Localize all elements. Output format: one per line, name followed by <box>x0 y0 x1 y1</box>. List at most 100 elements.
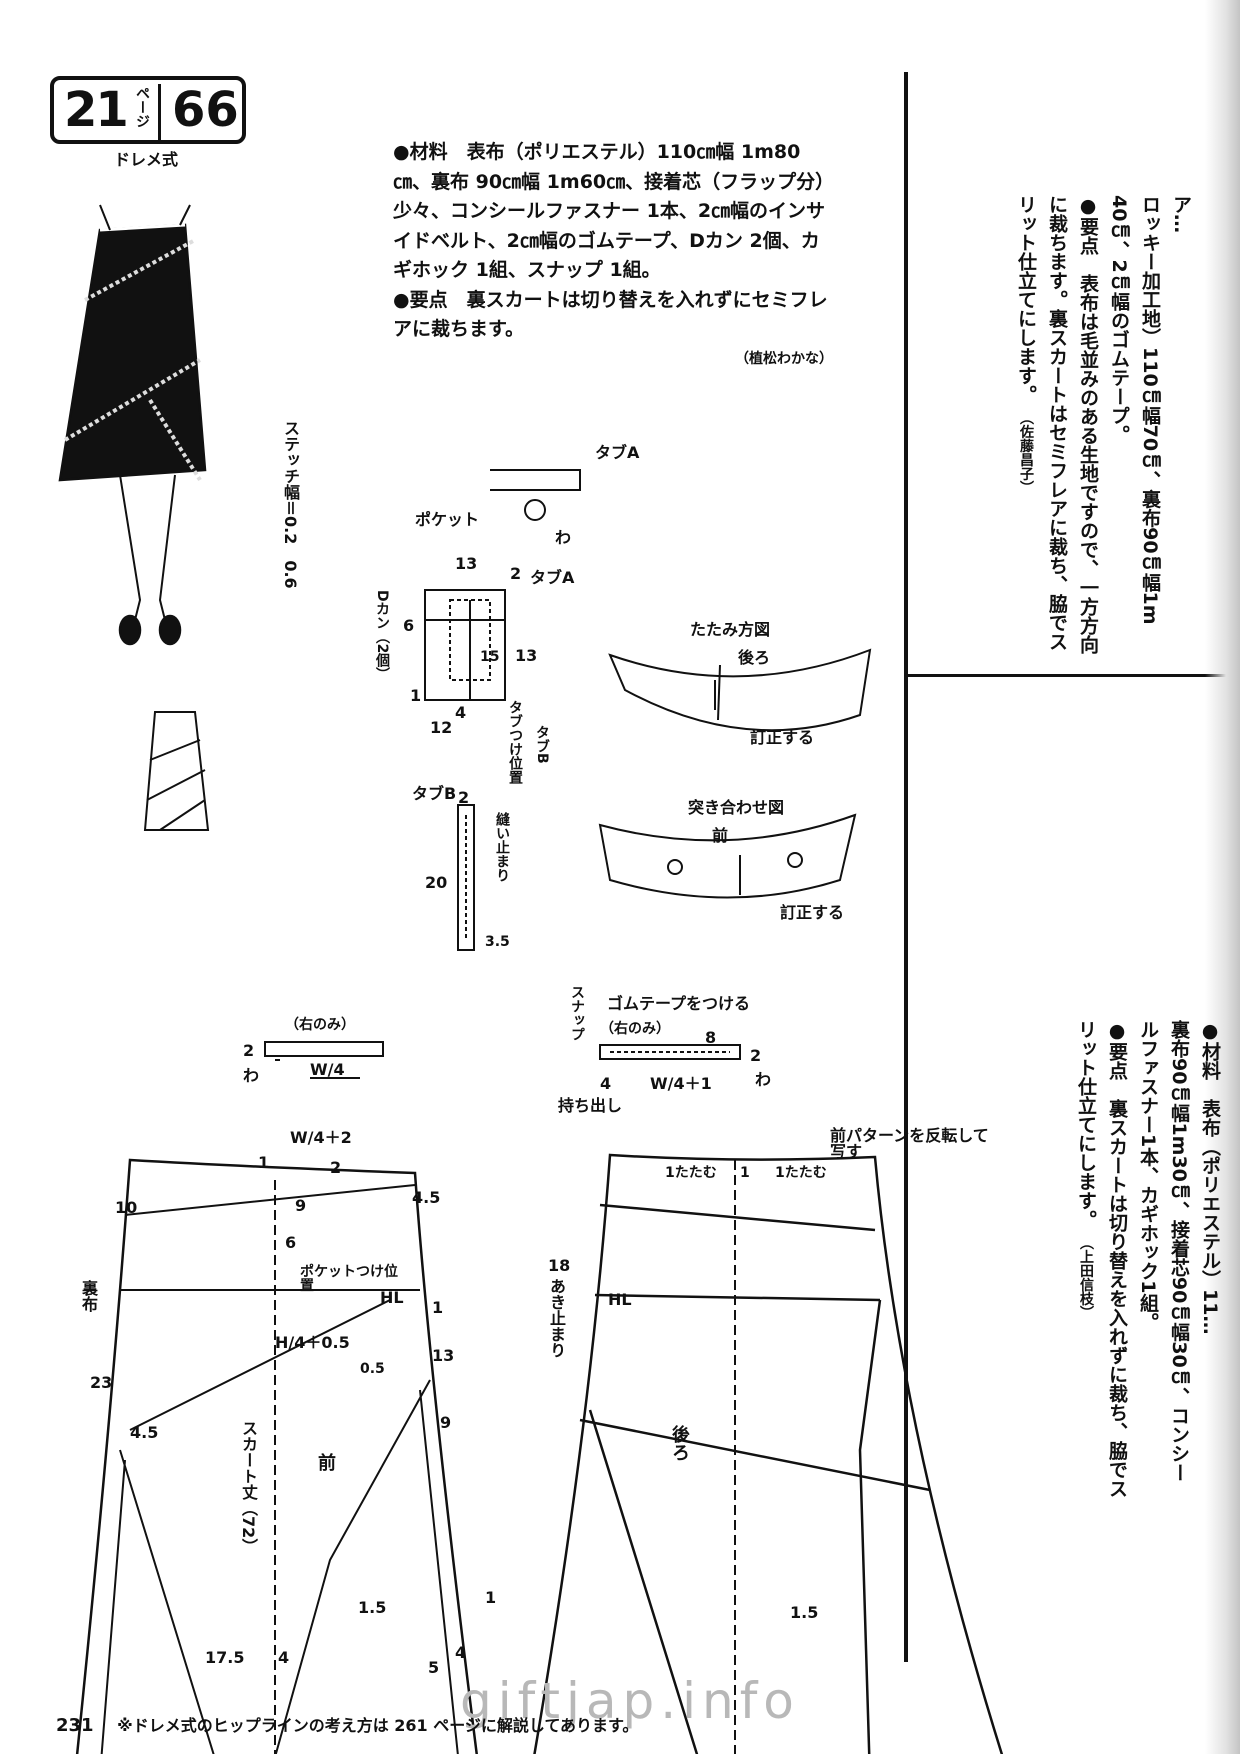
back-fold-1: 1たたむ <box>665 1165 717 1181</box>
tab-b-title: タブB <box>412 784 457 803</box>
fold-diagram-title: たたみ方図 <box>690 620 771 639</box>
stitch-note: ステッチ幅＝0.2 0.6 <box>281 420 300 589</box>
partial-line: 裏布90㎝幅1m30㎝、接着芯90㎝幅30㎝、コンシールファスナー1本、カギホッ… <box>1137 1020 1190 1482</box>
page-number: 231 <box>56 1715 94 1736</box>
tab-b-width: 2 <box>458 788 470 807</box>
right-column-bottom: ●材料 表布（ポリエステル）11… 裏布90㎝幅1m30㎝、接着芯90㎝幅30㎝… <box>1070 1020 1225 1500</box>
tab-b-length: 20 <box>425 873 448 892</box>
points-text: ●要点 裏スカートは切り替えを入れずにセミフレアに裁ちます。 <box>393 288 828 341</box>
footer-note: ※ドレメ式のヒップラインの考え方は 261 ページに解説してあります。 <box>117 1716 639 1735</box>
elastic-label: ゴムテープをつける <box>607 994 751 1013</box>
strip-width: 2 <box>243 1041 255 1060</box>
copy-front-pattern-note: 前パターンを反転して写す <box>830 1126 989 1161</box>
strip2-length: W/4＋1 <box>650 1074 712 1093</box>
extension-label: 持ち出し <box>558 1096 623 1115</box>
back-dim-18: 18 <box>548 1256 571 1275</box>
strip2-fold: わ <box>755 1070 772 1089</box>
dim-1: 1 <box>410 686 422 705</box>
page-binding-shadow <box>1205 0 1240 1754</box>
snap-label: スナップ <box>569 985 585 1041</box>
front-dim-6: 6 <box>285 1233 297 1252</box>
opening-stop-label: あき止まり <box>547 1278 566 1358</box>
back-piece-label: 後ろ <box>669 1425 690 1461</box>
back-fold-2: 1たたむ <box>775 1165 827 1181</box>
author: （植松わかな） <box>735 350 833 367</box>
tab-b-35: 3.5 <box>485 934 510 950</box>
front-dim-2: 2 <box>330 1158 342 1177</box>
back-dim-1: 1 <box>740 1165 750 1181</box>
author: （上田信枝） <box>1078 1235 1094 1320</box>
sew-stop-label: 縫い止まり <box>494 812 510 882</box>
page-unit: ページ <box>134 86 150 128</box>
tab-b-diagram <box>457 804 475 951</box>
dim-2: 2 <box>510 564 522 583</box>
dim-8: 8 <box>705 1028 717 1047</box>
belt-strip-diagrams <box>264 1041 741 1079</box>
back-skirt-pattern <box>533 1153 1004 1754</box>
footer: 231 ※ドレメ式のヒップラインの考え方は 261 ページに解説してあります。 <box>56 1712 638 1736</box>
front-dim-1c: 1 <box>485 1588 497 1607</box>
front-dim-05: 0.5 <box>360 1361 385 1377</box>
back-hip-line: HL <box>608 1290 632 1309</box>
front-waist-measure: W/4＋2 <box>290 1128 352 1147</box>
back-label: 後ろ <box>738 648 771 667</box>
correct-label: 訂正する <box>750 728 815 747</box>
points-text: ●要点 表布は毛並みのある生地ですので、一方方向に裁ちます。裏スカートはセミフレ… <box>1015 195 1099 654</box>
fold-diagram <box>608 648 872 732</box>
strip-fold: わ <box>243 1066 260 1085</box>
pocket-position-label: ポケットつけ位置 <box>300 1264 398 1294</box>
tab-b-side-label: タブB <box>534 725 550 764</box>
front-dim-23: 23 <box>90 1373 113 1392</box>
right-only-label: （右のみ） <box>285 1017 355 1033</box>
correct-label-2: 訂正する <box>780 903 845 922</box>
dim-12: 12 <box>430 718 453 737</box>
partial-line: ●材料 表布（ポリエステル）11… <box>1199 1020 1221 1335</box>
right-only-label-2: （右のみ） <box>600 1021 670 1037</box>
model-number-badge: 21 ページ 66 <box>50 76 246 144</box>
tab-a-diagram <box>424 469 581 701</box>
front-dim-4b: 4 <box>455 1643 467 1662</box>
front-dim-45b: 4.5 <box>130 1423 159 1442</box>
dim-15: 15 <box>480 649 500 665</box>
page-reference: 21 <box>64 82 129 138</box>
front-dim-1: 1 <box>258 1153 270 1172</box>
fold-label: わ <box>555 528 572 547</box>
lining-label: 裏布 <box>79 1280 98 1312</box>
right-column-top: ア… ロッキー加工地）110㎝幅70㎝、裏布90㎝幅1m 40㎝、2㎝幅のゴムテ… <box>1010 195 1196 665</box>
strip-length: W/4 <box>310 1060 345 1079</box>
tab-position-label: タブつけ位置 <box>507 700 523 784</box>
front-dim-9: 9 <box>295 1196 307 1215</box>
style-name: ドレメ式 <box>108 146 185 170</box>
extension-4: 4 <box>600 1074 612 1093</box>
front-label: 前 <box>712 826 729 845</box>
dim-6: 6 <box>403 616 415 635</box>
watermark: giftjap.info <box>460 1672 800 1730</box>
front-dim-13: 13 <box>432 1346 455 1365</box>
pocket-label: ポケット <box>415 510 480 529</box>
partial-line: ア… <box>1170 195 1192 233</box>
dim-4: 4 <box>455 703 467 722</box>
front-dim-4: 4 <box>278 1648 290 1667</box>
front-dim-15: 1.5 <box>358 1598 387 1617</box>
butt-diagram-title: 突き合わせ図 <box>688 798 785 817</box>
front-hip-measure: H/4＋0.5 <box>275 1333 350 1352</box>
author: （佐藤昌子） <box>1018 410 1034 495</box>
dim-13: 13 <box>455 554 478 573</box>
front-hip-line: HL <box>380 1288 404 1307</box>
materials-text: ●材料 表布（ポリエステル）110㎝幅 1m80㎝、裏布 90㎝幅 1m60㎝、… <box>393 141 826 281</box>
badge-divider <box>158 84 161 140</box>
front-skirt-pattern <box>75 1158 478 1754</box>
tab-a-label: タブA <box>595 443 640 462</box>
front-dim-175: 17.5 <box>205 1648 245 1667</box>
front-dim-1b: 1 <box>432 1298 444 1317</box>
section-divider <box>906 674 1240 677</box>
partial-line: 40㎝、2㎝幅のゴムテープ。 <box>1108 195 1130 444</box>
flat-skirt-sketch <box>143 711 210 831</box>
strip2-width: 2 <box>750 1046 762 1065</box>
butt-joint-diagram <box>598 813 857 899</box>
front-dim-45: 4.5 <box>412 1188 441 1207</box>
column-divider <box>904 72 908 1662</box>
skirt-illustration <box>58 204 207 646</box>
skirt-length-label: スカート丈（72） <box>239 1420 258 1555</box>
